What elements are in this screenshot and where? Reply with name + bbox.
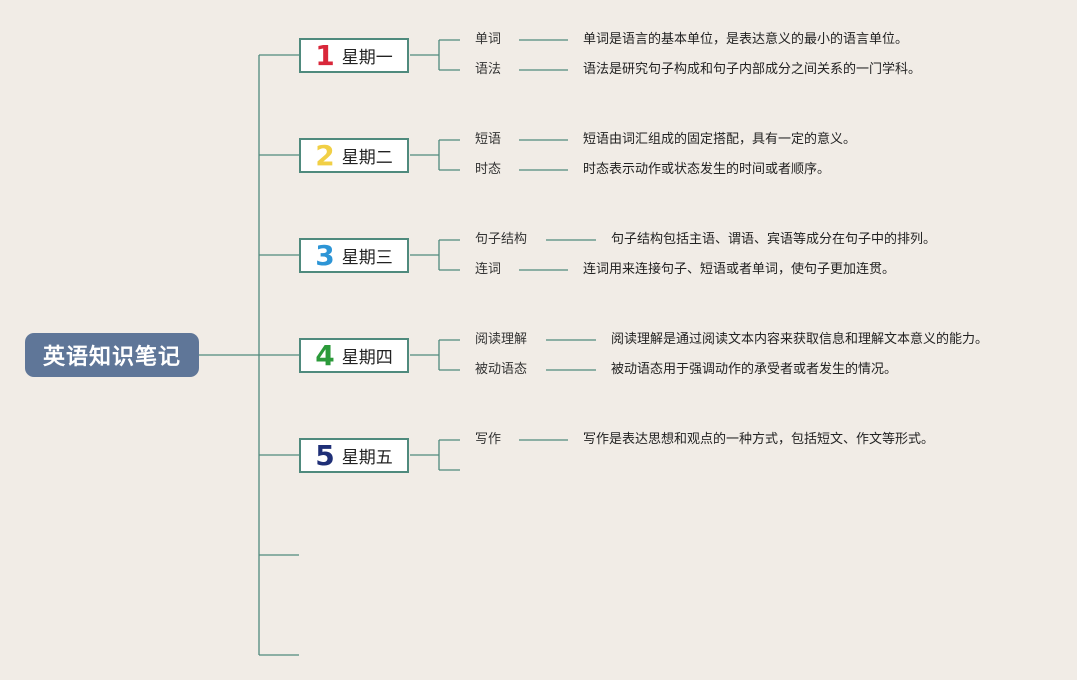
topic-label[interactable]: 阅读理解 [475, 332, 528, 347]
day-label: 星期一 [341, 48, 393, 68]
topic-description: 阅读理解是通过阅读文本内容来获取信息和理解文本意义的能力。 [611, 332, 989, 347]
topic-description: 单词是语言的基本单位，是表达意义的最小的语言单位。 [583, 32, 909, 47]
topic-description: 句子结构包括主语、谓语、宾语等成分在句子中的排列。 [611, 232, 937, 247]
day-node-4[interactable]: 4 星期四 [299, 338, 409, 373]
topic-description: 时态表示动作或状态发生的时间或者顺序。 [583, 162, 831, 177]
topic-label[interactable]: 语法 [475, 62, 502, 77]
topic-description: 语法是研究句子构成和句子内部成分之间关系的一门学科。 [583, 62, 922, 77]
day-node-3[interactable]: 3 星期三 [299, 238, 409, 273]
day-node-2[interactable]: 2 星期二 [299, 138, 409, 173]
day-node-1[interactable]: 1 星期一 [299, 38, 409, 73]
day-number: 3 [315, 238, 335, 272]
day-number: 1 [315, 38, 335, 72]
day-number: 4 [315, 338, 335, 372]
root-node[interactable]: 英语知识笔记 [25, 333, 199, 377]
topic-label[interactable]: 写作 [475, 432, 502, 447]
topic-label[interactable]: 时态 [475, 162, 502, 177]
day-number: 2 [315, 138, 335, 172]
day-label: 星期三 [341, 248, 393, 268]
day-node-5[interactable]: 5 星期五 [299, 438, 409, 473]
topic-description: 写作是表达思想和观点的一种方式，包括短文、作文等形式。 [583, 432, 935, 447]
day-label: 星期二 [341, 148, 393, 168]
day-number: 5 [315, 438, 335, 472]
topic-label[interactable]: 短语 [475, 132, 502, 147]
topic-label[interactable]: 被动语态 [475, 362, 528, 377]
day-label: 星期四 [341, 348, 393, 368]
topic-description: 被动语态用于强调动作的承受者或者发生的情况。 [611, 362, 898, 377]
topic-description: 短语由词汇组成的固定搭配，具有一定的意义。 [583, 132, 857, 147]
topic-label[interactable]: 单词 [475, 32, 502, 47]
topic-label[interactable]: 句子结构 [475, 232, 528, 247]
topic-label[interactable]: 连词 [475, 262, 502, 277]
day-label: 星期五 [341, 448, 393, 468]
topic-description: 连词用来连接句子、短语或者单词，使句子更加连贯。 [583, 262, 896, 277]
